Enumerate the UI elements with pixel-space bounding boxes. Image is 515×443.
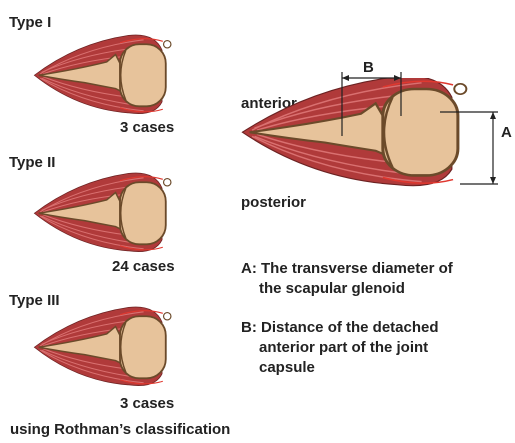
type-2-cases: 24 cases bbox=[112, 257, 175, 277]
legend-b: B: Distance of the detached anterior par… bbox=[241, 318, 439, 378]
type-1-cases: 3 cases bbox=[120, 118, 174, 138]
legend-b-line-1: B: Distance of the detached bbox=[241, 318, 439, 338]
dimension-a bbox=[440, 108, 500, 190]
marker-a: A bbox=[501, 123, 512, 143]
legend-a-line-1: A: The transverse diameter of bbox=[241, 259, 453, 279]
legend-a-line-2: the scapular glenoid bbox=[241, 279, 453, 299]
legend-b-line-3: capsule bbox=[241, 358, 439, 378]
type-3-cases: 3 cases bbox=[120, 394, 174, 414]
type-1-diagram bbox=[8, 28, 198, 124]
type-2-diagram bbox=[8, 166, 198, 262]
legend-a: A: The transverse diameter of the scapul… bbox=[241, 259, 453, 299]
dimension-b bbox=[335, 72, 410, 142]
footer-caption: using Rothman’s classification bbox=[10, 420, 230, 440]
type-3-diagram bbox=[8, 300, 198, 396]
legend-b-line-2: anterior part of the joint bbox=[241, 338, 439, 358]
